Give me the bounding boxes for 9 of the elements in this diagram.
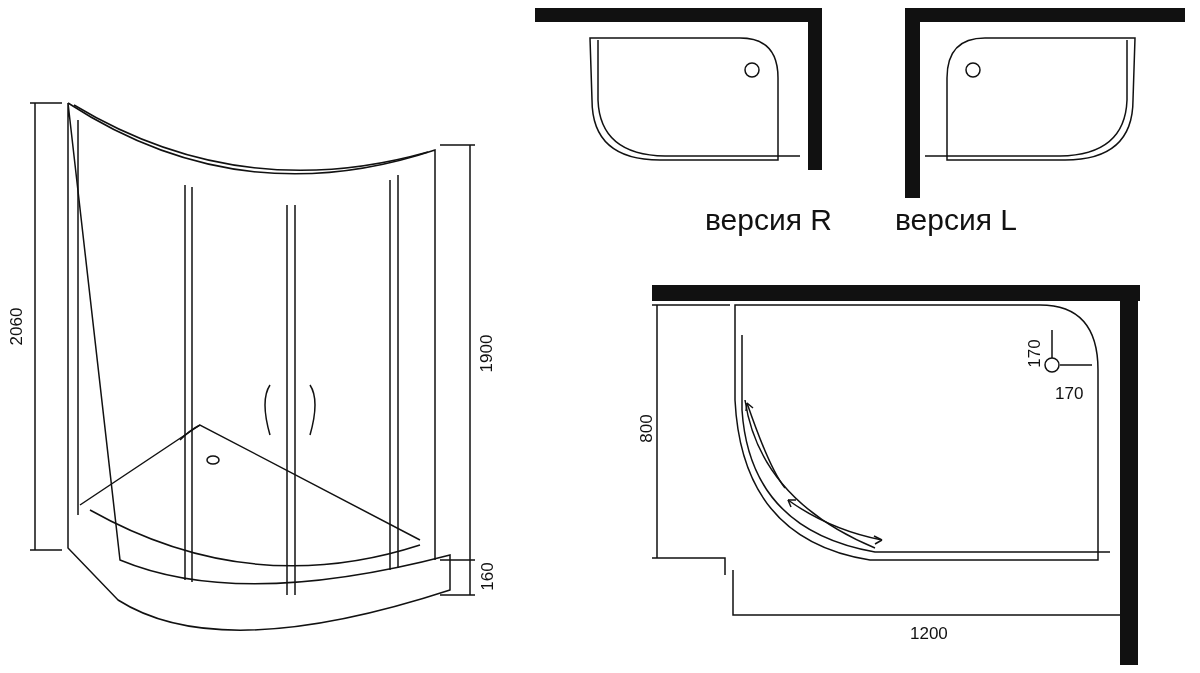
- dimension-label: 170: [1025, 339, 1043, 368]
- dimension-label: 160: [478, 562, 496, 591]
- dimension-label: 1900: [478, 334, 496, 373]
- dimension-label: 1200: [910, 625, 948, 642]
- version-caption: версия R: [705, 205, 832, 235]
- dimension-label: 800: [637, 414, 655, 443]
- version-caption: версия L: [895, 205, 1017, 235]
- dimension-label: 2060: [8, 307, 26, 346]
- dimension-label: 170: [1055, 385, 1084, 402]
